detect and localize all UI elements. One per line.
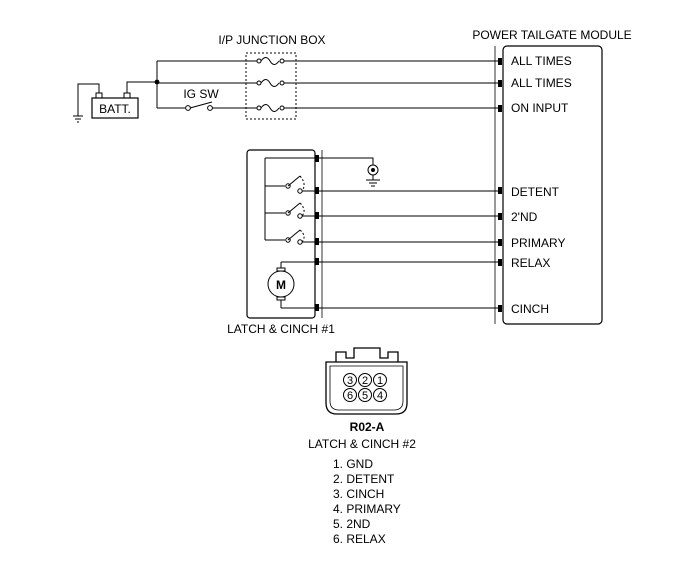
connector-cavity-3: 3 bbox=[347, 375, 353, 387]
module-pin-all-times-1: ALL TIMES bbox=[511, 54, 572, 68]
ground-icon bbox=[366, 164, 380, 187]
battery: BATT. bbox=[91, 92, 139, 119]
module-pin-2nd: 2'ND bbox=[511, 210, 538, 224]
fuse-1 bbox=[256, 57, 285, 65]
power-tailgate-module bbox=[502, 45, 603, 325]
connector-cavity-5: 5 bbox=[362, 390, 368, 402]
connector-name: LATCH & CINCH #2 bbox=[308, 437, 416, 451]
module-pin-relax: RELAX bbox=[511, 256, 550, 270]
fuse-2 bbox=[256, 79, 285, 87]
junction-box bbox=[245, 52, 297, 120]
connector-pin-4: 4. PRIMARY bbox=[333, 502, 401, 516]
module-pin-detent: DETENT bbox=[511, 185, 560, 199]
module-pin-on-input: ON INPUT bbox=[511, 101, 569, 115]
connector-pin-2: 2. DETENT bbox=[333, 472, 395, 486]
battery-ground-icon bbox=[73, 83, 100, 123]
battery-label: BATT. bbox=[99, 102, 131, 116]
latch-cinch-1-label: LATCH & CINCH #1 bbox=[227, 322, 335, 336]
connector-cavity-4: 4 bbox=[377, 390, 383, 402]
connector-pin-5: 5. 2ND bbox=[333, 517, 371, 531]
module-label: POWER TAILGATE MODULE bbox=[472, 28, 631, 42]
fuse-3 bbox=[256, 104, 285, 112]
connector-pin-3: 3. CINCH bbox=[333, 487, 384, 501]
latch-switch-detent bbox=[285, 175, 315, 194]
connector-cavity-2: 2 bbox=[362, 375, 368, 387]
module-pin-cinch: CINCH bbox=[511, 302, 549, 316]
latch-switch-2nd bbox=[285, 202, 315, 219]
junction-box-label: I/P JUNCTION BOX bbox=[218, 33, 325, 47]
module-pin-all-times-2: ALL TIMES bbox=[511, 76, 572, 90]
latch-cinch-1-box bbox=[246, 149, 316, 319]
ig-switch bbox=[185, 101, 257, 111]
connector-id: R02-A bbox=[350, 420, 385, 434]
motor-label: M bbox=[276, 278, 286, 292]
connector-pin-1: 1. GND bbox=[333, 457, 373, 471]
connector-pin-6: 6. RELAX bbox=[333, 532, 386, 546]
connector-cavity-1: 1 bbox=[377, 375, 383, 387]
connector-cavity-6: 6 bbox=[347, 390, 353, 402]
module-pin-primary: PRIMARY bbox=[511, 236, 565, 250]
cinch-motor: M bbox=[267, 261, 315, 309]
ig-switch-label: IG SW bbox=[183, 87, 219, 101]
connector-r02a-face: 3 2 1 6 5 4 bbox=[325, 347, 408, 415]
